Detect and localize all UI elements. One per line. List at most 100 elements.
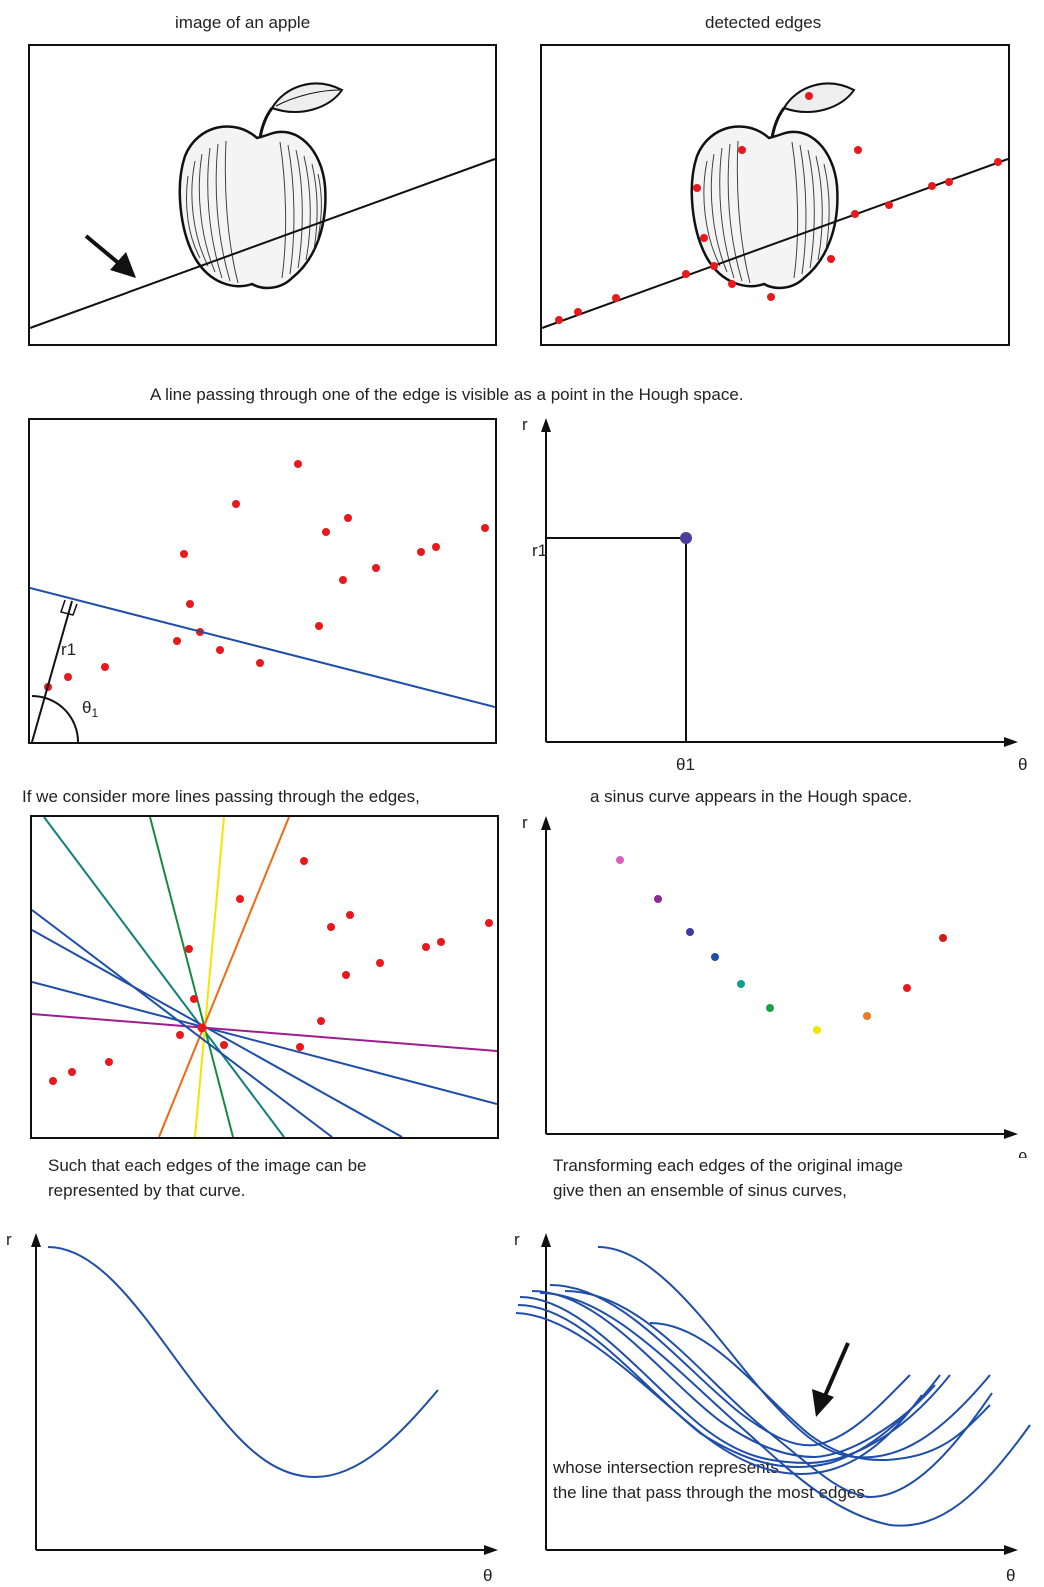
- panel-line-sweep: [30, 815, 499, 1139]
- sinus-point: [903, 984, 911, 992]
- sinus-curves: [515, 1246, 1031, 1527]
- hough-point-plot: r r1 θ1 θ: [522, 415, 1027, 774]
- caption-each-edge-1: Such that each edges of the image can be: [48, 1156, 367, 1175]
- sweep-lines: [32, 817, 497, 1137]
- sinus-point: [616, 856, 624, 864]
- sinus-point: [686, 928, 694, 936]
- sweep-line: [32, 1013, 497, 1052]
- edge-point: [220, 1041, 228, 1049]
- sinus-curve: [649, 1322, 991, 1462]
- edge-point: [372, 564, 380, 572]
- edge-point: [294, 460, 302, 468]
- edge-point: [485, 919, 493, 927]
- apple-scene: [30, 82, 495, 329]
- edge-point: [854, 146, 862, 154]
- edge-point: [346, 911, 354, 919]
- sinus-curve: [597, 1246, 991, 1459]
- r-axis-arrow: [31, 1233, 41, 1247]
- edge-point: [236, 895, 244, 903]
- sinus-point: [939, 934, 947, 942]
- edge-points: [49, 857, 493, 1085]
- edge-point: [885, 201, 893, 209]
- edge-point: [422, 943, 430, 951]
- sweep-line: [158, 817, 290, 1137]
- theta1-axis-label: θ1: [676, 755, 695, 774]
- r-axis-arrow: [541, 816, 551, 830]
- sinus-point: [813, 1026, 821, 1034]
- panel-detected-edges: [540, 44, 1010, 346]
- sinus-ensemble-plot: r θ: [514, 1230, 1031, 1585]
- edge-point: [68, 1068, 76, 1076]
- sinus-curve: [515, 1312, 923, 1476]
- edge-point: [176, 1031, 184, 1039]
- theta-axis-arrow: [484, 1545, 498, 1555]
- edge-point: [481, 524, 489, 532]
- sinus-curve: [47, 1246, 439, 1479]
- sinus-curve: [539, 1292, 1031, 1527]
- edge-point: [105, 1058, 113, 1066]
- edge-point: [216, 646, 224, 654]
- caption-transforming-1: Transforming each edges of the original …: [553, 1156, 903, 1175]
- edge-point: [738, 146, 746, 154]
- theta1-label: θ1: [82, 698, 98, 720]
- edge-point: [682, 270, 690, 278]
- edge-point: [186, 600, 194, 608]
- line-sweep-scene: [32, 817, 497, 1137]
- sinus-curve: [519, 1296, 951, 1465]
- edge-point: [322, 528, 330, 536]
- arrow-pointer-icon: [84, 234, 136, 278]
- sinus-point: [654, 895, 662, 903]
- edge-point: [317, 1017, 325, 1025]
- caption-each-edge-2: represented by that curve.: [48, 1181, 246, 1200]
- theta-axis-arrow: [1004, 1129, 1018, 1139]
- edge-point: [101, 663, 109, 671]
- r-axis-arrow: [541, 1233, 551, 1247]
- edge-point: [432, 543, 440, 551]
- edge-point: [342, 971, 350, 979]
- edge-point: [612, 294, 620, 302]
- sweep-line: [43, 817, 285, 1137]
- theta-axis-label: θ: [1006, 1566, 1015, 1585]
- apple-illustration: [178, 82, 344, 290]
- edge-point: [327, 923, 335, 931]
- edge-point: [64, 673, 72, 681]
- edge-point: [344, 514, 352, 522]
- caption-detected-edges: detected edges: [705, 13, 822, 32]
- edge-point: [185, 945, 193, 953]
- panel-apple-image: [28, 44, 497, 346]
- edge-point: [256, 659, 264, 667]
- edge-point: [945, 178, 953, 186]
- theta-arc: [31, 695, 79, 742]
- caption-hough-point: A line passing through one of the edge i…: [150, 385, 744, 404]
- edge-point: [728, 280, 736, 288]
- caption-more-lines: If we consider more lines passing throug…: [22, 787, 420, 806]
- edge-point: [710, 262, 718, 270]
- r-axis-label: r: [6, 1230, 12, 1249]
- r-axis-label: r: [522, 813, 528, 832]
- sinus-curve: [517, 1304, 941, 1469]
- sinus-points: [616, 856, 947, 1034]
- r-axis-arrow: [541, 418, 551, 432]
- theta-axis-label: θ: [1018, 1149, 1027, 1158]
- edge-point: [700, 234, 708, 242]
- sinus-point: [863, 1012, 871, 1020]
- edge-point: [994, 158, 1002, 166]
- edge-point: [296, 1043, 304, 1051]
- edge-point: [555, 316, 563, 324]
- theta-axis-label: θ: [483, 1566, 492, 1585]
- sweep-line: [32, 929, 403, 1137]
- edges-scene: [542, 82, 1008, 329]
- edge-point: [173, 637, 181, 645]
- edge-point: [339, 576, 347, 584]
- edge-point: [928, 182, 936, 190]
- single-sinus-plot: r θ: [6, 1230, 498, 1585]
- r-axis-label: r: [514, 1230, 520, 1249]
- edge-point: [49, 1077, 57, 1085]
- edge-points: [44, 460, 489, 691]
- edge-point: [315, 622, 323, 630]
- caption-intersection-1: whose intersection represents: [553, 1458, 779, 1477]
- theta-axis-arrow: [1004, 737, 1018, 747]
- edge-point: [805, 92, 813, 100]
- arrow-pointer-icon: [812, 1342, 850, 1417]
- edge-point: [190, 995, 198, 1003]
